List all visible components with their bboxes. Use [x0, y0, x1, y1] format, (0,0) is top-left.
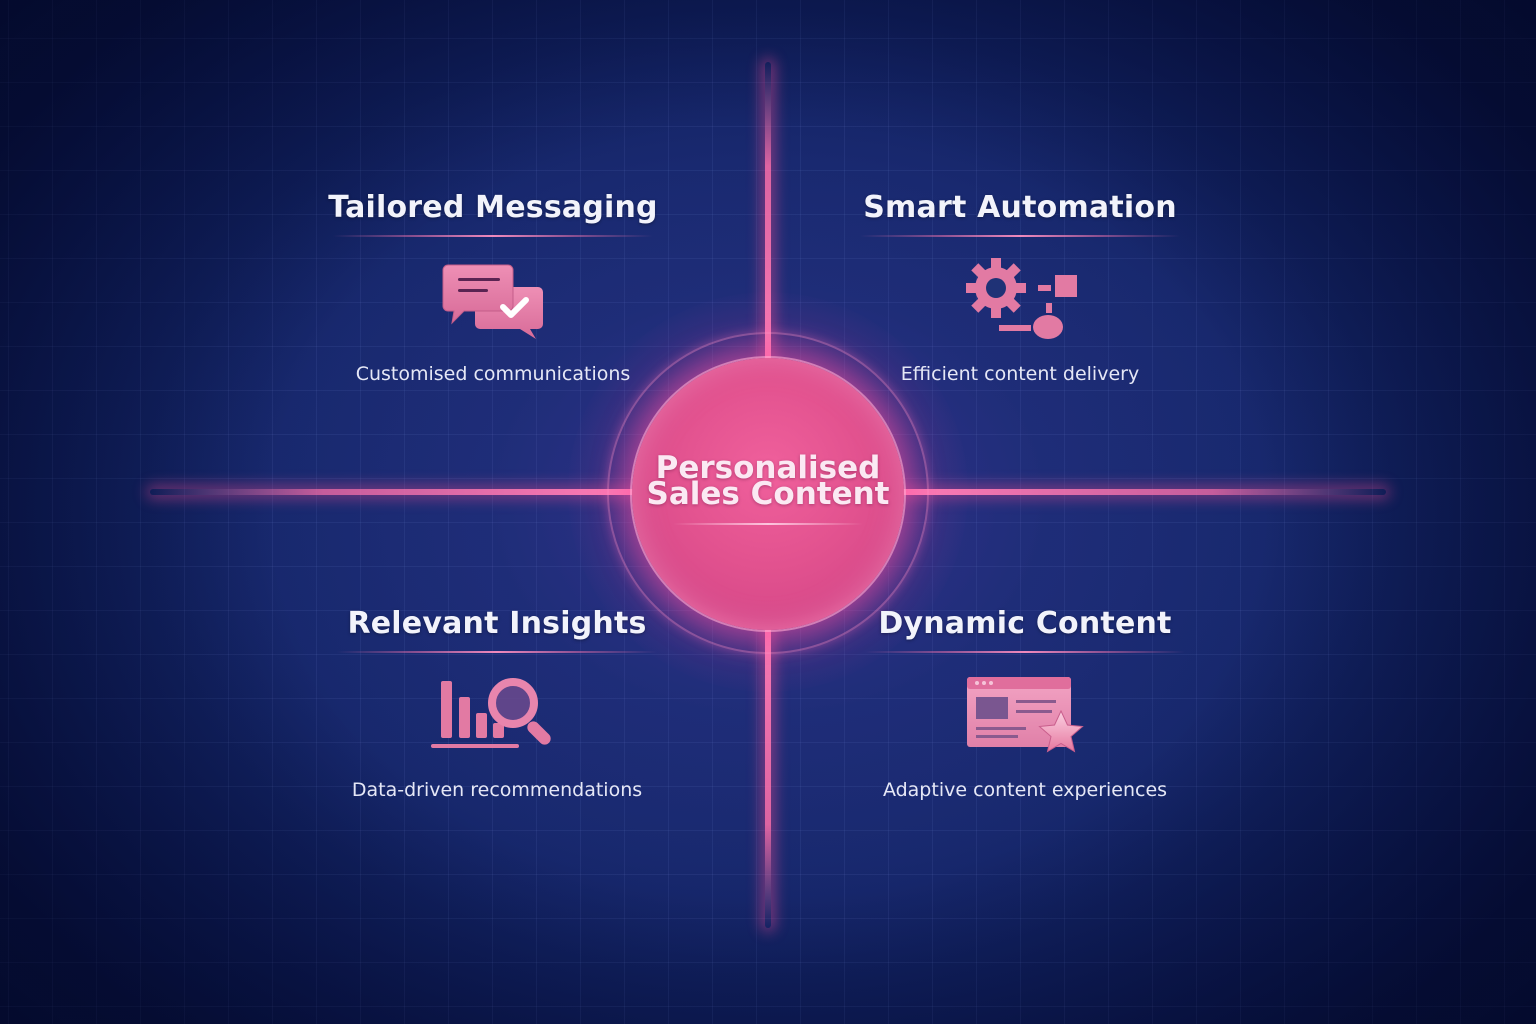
quadrant-title: Dynamic Content	[878, 606, 1172, 641]
quadrant-title: Tailored Messaging	[328, 190, 658, 225]
bar-chart-magnifier-icon	[429, 673, 565, 757]
quadrant-divider	[333, 235, 653, 237]
gear-workflow-icon	[962, 257, 1078, 341]
quadrant-description: Efficient content delivery	[900, 363, 1140, 385]
quadrant-description: Customised communications	[355, 363, 631, 385]
quadrant-description: Data-driven recommendations	[351, 779, 643, 801]
hub-outer-ring	[607, 332, 929, 654]
quadrant-divider	[860, 235, 1180, 237]
hub-divider	[673, 523, 863, 525]
center-hub: Personalised Sales Content	[632, 358, 904, 630]
quadrant-tailored-messaging: Tailored Messaging Customised communicat…	[328, 190, 658, 385]
hub-title-line2: Sales Content	[646, 476, 890, 512]
quadrant-title: Relevant Insights	[347, 606, 647, 641]
quadrant-relevant-insights: Relevant Insights Data-driven recommenda…	[332, 606, 662, 801]
browser-window-star-icon	[965, 673, 1085, 757]
chat-bubbles-check-icon	[438, 257, 548, 341]
quadrant-divider	[337, 651, 657, 653]
quadrant-smart-automation: Smart Automation	[855, 190, 1185, 385]
quadrant-dynamic-content: Dynamic Content Adaptive conte	[860, 606, 1190, 801]
hub-title-line1: Personalised	[655, 450, 881, 486]
quadrant-divider	[865, 651, 1185, 653]
quadrant-description: Adaptive content experiences	[882, 779, 1168, 801]
quadrant-title: Smart Automation	[863, 190, 1177, 225]
